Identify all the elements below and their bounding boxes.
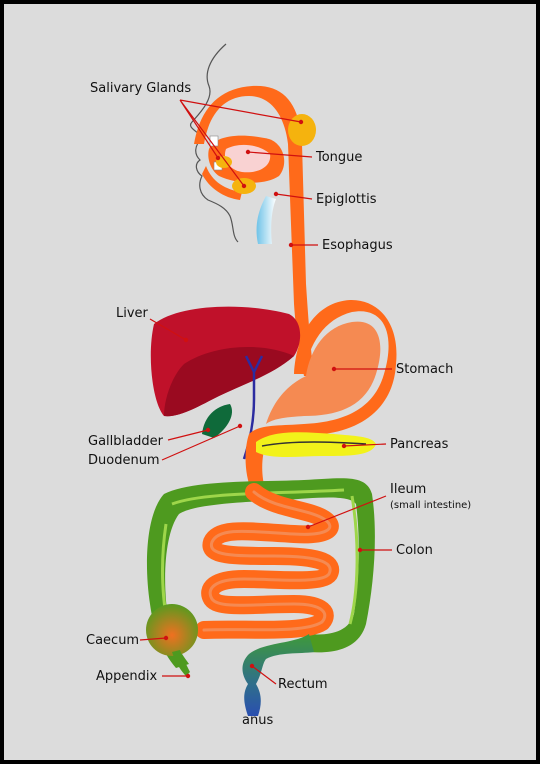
leader-epiglottis	[275, 193, 313, 200]
face-outline	[190, 43, 239, 243]
leader-ileum	[307, 495, 387, 528]
label-rectum: Rectum	[278, 677, 328, 692]
bile-duct	[242, 355, 264, 460]
label-caecum: Caecum	[86, 633, 139, 648]
small-intestine-core	[202, 490, 332, 632]
dot-caecum	[163, 635, 169, 641]
tongue-shape	[224, 144, 271, 173]
label-stomach: Stomach	[396, 362, 453, 377]
salivary-gland-parotid	[288, 114, 316, 146]
stomach-shape	[245, 299, 397, 492]
label-salivary-glands: Salivary Glands	[90, 81, 191, 96]
gallbladder-shape	[202, 404, 233, 438]
label-tongue: Tongue	[315, 150, 362, 165]
leader-salivary-glands	[179, 99, 302, 187]
label-epiglottis: Epiglottis	[316, 192, 377, 207]
label-pancreas: Pancreas	[390, 437, 449, 452]
label-ileum-note: (small intestine)	[390, 500, 471, 511]
label-esophagus: Esophagus	[322, 238, 393, 253]
rectum-shape	[242, 634, 314, 716]
dot-salivary-gland-2	[215, 155, 221, 161]
appendix-shape	[172, 650, 190, 676]
dot-salivary-gland-1	[298, 119, 304, 125]
leader-liver	[149, 318, 187, 341]
label-colon: Colon	[396, 543, 433, 558]
pancreas-shape	[256, 432, 376, 457]
trachea-shape	[256, 196, 276, 244]
dot-colon	[357, 547, 363, 553]
dot-rectum	[249, 663, 255, 669]
dot-epiglottis	[273, 191, 279, 197]
dot-esophagus	[288, 242, 294, 248]
dot-liver	[183, 337, 189, 343]
dot-pancreas	[341, 443, 347, 449]
leader-rectum	[251, 665, 277, 685]
dot-stomach	[331, 366, 337, 372]
dot-ileum	[305, 524, 311, 530]
dot-duodenum	[237, 423, 243, 429]
label-appendix: Appendix	[96, 669, 157, 684]
label-ileum: Ileum	[390, 482, 426, 497]
label-anus: anus	[242, 713, 273, 728]
leader-tongue	[247, 151, 313, 158]
label-duodenum: Duodenum	[88, 453, 160, 468]
dot-salivary-gland-3	[241, 183, 247, 189]
leader-duodenum	[161, 425, 241, 461]
leader-pancreas	[343, 443, 387, 447]
label-liver: Liver	[116, 306, 149, 321]
leader-gallbladder	[167, 429, 209, 441]
lower-jaw	[202, 166, 242, 200]
caecum-shape	[146, 604, 198, 656]
pancreatic-duct	[261, 441, 367, 447]
dot-gallbladder	[205, 427, 211, 433]
stomach-inner	[266, 321, 381, 424]
dot-tongue	[245, 149, 251, 155]
dot-appendix	[185, 673, 191, 679]
liver-shade	[164, 346, 294, 417]
leader-caecum	[139, 637, 167, 641]
digestive-system-diagram: Salivary Glands Tongue Epiglottis Esopha…	[86, 43, 471, 728]
label-gallbladder: Gallbladder	[88, 434, 164, 449]
